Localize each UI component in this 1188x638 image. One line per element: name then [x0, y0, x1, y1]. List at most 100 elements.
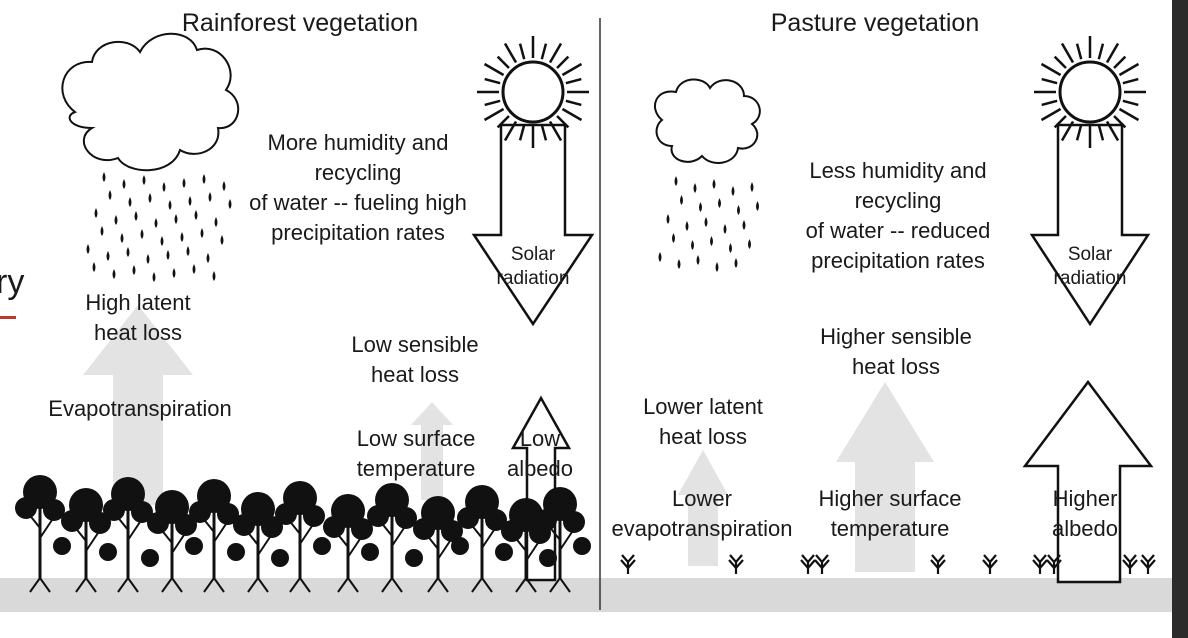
rain-drop [718, 198, 721, 208]
tree-canopy [563, 511, 585, 533]
rain-drop [712, 179, 716, 189]
grass-tuft [982, 554, 998, 574]
high-latent-heat-label: High latent heat loss [58, 288, 218, 348]
tree-root [549, 577, 571, 593]
tree-root [337, 577, 359, 593]
tree-root [75, 577, 97, 593]
undergrowth [405, 549, 423, 567]
sun-ray [1105, 42, 1120, 64]
rain-drop [186, 246, 190, 256]
rain-drop [691, 240, 694, 250]
low-surface-temperature-label: Low surface temperature [334, 424, 498, 484]
undergrowth [573, 537, 591, 555]
grass-tuft [620, 554, 636, 574]
rain-drop [128, 197, 132, 207]
rain-drop [731, 186, 735, 196]
tree-canopy [351, 518, 373, 540]
rain-drop [710, 236, 713, 246]
text-line: heat loss [658, 424, 748, 449]
text-line: recycling [854, 188, 942, 213]
rain-drop [685, 221, 689, 231]
tree-root [117, 577, 139, 593]
sun-icon [477, 36, 589, 148]
rain-drop [166, 250, 170, 260]
grass-tuft [1122, 554, 1138, 574]
tree-canopy [147, 512, 169, 534]
rain-drop [202, 174, 206, 184]
rain-drop [723, 224, 727, 234]
tree-canopy [367, 505, 389, 527]
grass-tuft [728, 554, 744, 574]
sun-ray [503, 42, 518, 64]
sun-ray [518, 124, 526, 141]
rain-drop [92, 262, 96, 272]
sun-ray [483, 107, 505, 122]
rain-drop [672, 233, 675, 243]
text-line: precipitation rates [811, 248, 985, 273]
sun-ray [518, 43, 526, 60]
sun-ray [1122, 77, 1139, 85]
tree-canopy [261, 516, 283, 538]
rain-drop [748, 239, 751, 249]
undergrowth [451, 537, 469, 555]
rain-drop [122, 179, 126, 189]
tree-root [203, 577, 225, 593]
sun-ray [565, 99, 582, 107]
rain-drop [220, 235, 224, 245]
text-line: Solar [1067, 244, 1113, 265]
more-humidity-label: More humidity and recycling of water -- … [212, 128, 504, 248]
grass-tuft [1046, 554, 1062, 574]
sun-ray [483, 62, 505, 77]
sensible-heat-arrow-right [836, 382, 934, 572]
ground-strip [0, 578, 1172, 612]
sensible-heat-arrow-left [411, 402, 453, 500]
sun-ray [1113, 115, 1127, 129]
rain-drop [214, 217, 218, 227]
rain-drop [192, 264, 196, 274]
rain-drop [182, 178, 186, 188]
sun-ray [1113, 55, 1127, 69]
text-line: temperature [830, 516, 950, 541]
tree-canopy [457, 507, 479, 529]
cropped-underline [0, 316, 16, 319]
sun-ray [540, 43, 548, 60]
text-line: Lower [672, 486, 732, 511]
text-line: evapotranspiration [611, 516, 793, 541]
latent-heat-arrow-right [678, 450, 728, 566]
sun-ray [1105, 120, 1120, 142]
grass-tuft [800, 554, 816, 574]
text-line: Low surface [356, 426, 476, 451]
tree-canopy [89, 512, 111, 534]
rain-left [86, 172, 232, 282]
sun-ray [1118, 62, 1140, 77]
text-line: heat loss [370, 362, 460, 387]
sun-ray [565, 77, 582, 85]
rain-drop [693, 183, 697, 193]
tree-root [427, 577, 449, 593]
tree-canopy [233, 514, 255, 536]
rain-drop [742, 220, 746, 230]
sun-ray [561, 107, 583, 122]
sun-ray [1122, 99, 1139, 107]
sun-ray [496, 115, 510, 129]
sun-ray [1097, 124, 1105, 141]
grass-tuft [930, 554, 946, 574]
albedo-arrow-right [1022, 379, 1154, 584]
tree-canopy [131, 501, 153, 523]
tree-canopy [485, 509, 507, 531]
text-line: Higher [1052, 486, 1118, 511]
rainforest-trees [15, 475, 591, 593]
rain-drop [148, 193, 152, 203]
text-line: High latent [85, 290, 191, 315]
sun-ray [561, 62, 583, 77]
sun-ray [1041, 99, 1058, 107]
text-line: Low [519, 426, 561, 451]
tree-root [29, 577, 51, 593]
text-line: recycling [314, 160, 402, 185]
rain-drop [140, 229, 144, 239]
sun-ray [503, 120, 518, 142]
rain-right [658, 176, 759, 272]
tree-canopy [15, 497, 37, 519]
lower-latent-heat-label: Lower latent heat loss [618, 392, 788, 452]
rain-drop [106, 251, 110, 261]
